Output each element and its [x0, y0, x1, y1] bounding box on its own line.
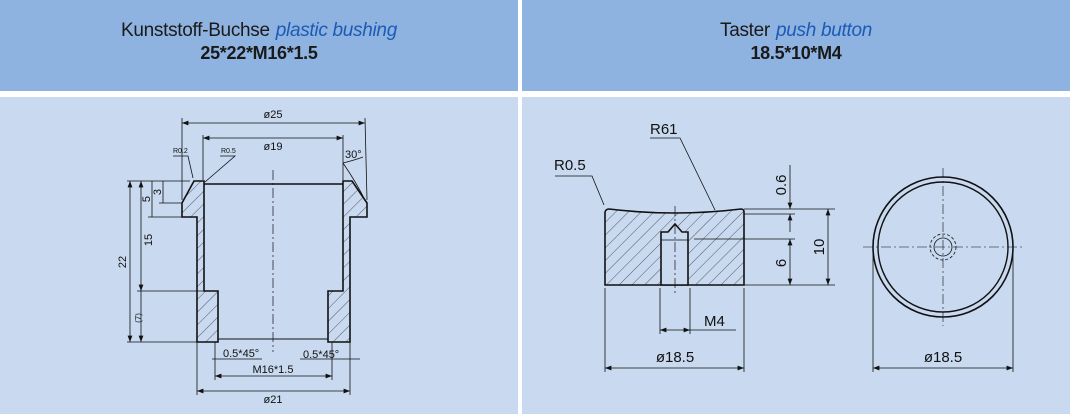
spec: 25*22*M16*1.5 [200, 43, 318, 63]
dim-r05: R0.5 [554, 157, 586, 174]
dim-h7: (7) [134, 313, 143, 323]
title-de: Kunststoff-Buchse [121, 20, 270, 41]
dim-d25: ø25 [264, 109, 283, 121]
bushing-section-left [181, 180, 219, 343]
push-button-top-view [863, 168, 1023, 372]
title-de: Taster [720, 20, 770, 41]
dim-r61: R61 [650, 121, 678, 138]
dim-d185-top: ø18.5 [924, 349, 962, 366]
title-en: plastic bushing [275, 20, 398, 41]
title-en: push button [775, 20, 872, 41]
dim-d185-section: ø18.5 [656, 349, 694, 366]
spec: 18.5*10*M4 [750, 43, 842, 63]
dim-h06: 0.6 [773, 175, 790, 196]
dim-h22: 22 [117, 256, 129, 268]
dim-chamfer-right: 0.5*45° [303, 349, 339, 361]
dim-h5: 5 [141, 196, 153, 202]
dim-m16: M16*1.5 [253, 364, 294, 376]
dim-h15: 15 [143, 234, 155, 246]
drawing-area-bushing [0, 97, 518, 414]
dim-chamfer-left: 0.5*45° [223, 348, 259, 360]
bushing-section-right [327, 180, 368, 343]
dim-d21: ø21 [264, 394, 283, 406]
dim-d19: ø19 [264, 141, 283, 153]
dim-angle30: 30° [345, 149, 362, 161]
dim-h3: 3 [152, 189, 164, 195]
dim-r05: R0.5 [221, 148, 236, 155]
dim-m4: M4 [704, 313, 725, 330]
bushing-drawing [127, 117, 368, 395]
dim-h6: 6 [773, 259, 790, 267]
push-button-section [555, 137, 835, 372]
dim-h10: 10 [811, 239, 828, 256]
dim-r02: R0.2 [173, 148, 188, 155]
